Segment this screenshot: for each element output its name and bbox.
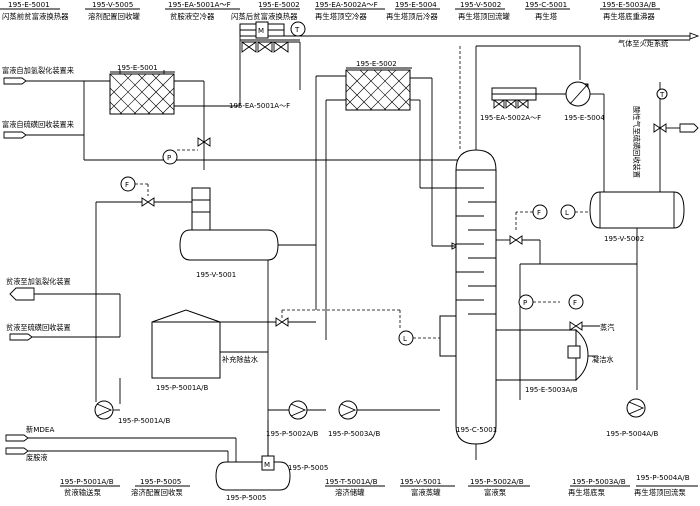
tag-ea5001: 195-EA-5001A～F (229, 102, 290, 110)
acid-gas-outlet: T 酸性气至硫磺回收装置 气体至火炬系统 (618, 39, 699, 196)
footer-code-v5001: 195-V-5001 (400, 477, 441, 486)
header-code-ea5001: 195-EA-5001A～F (168, 0, 231, 9)
header-name-v5002: 再生塔顶回流罐 (458, 12, 510, 21)
tag-p5005-side: 195-P-5005 (288, 464, 328, 472)
tag-t5001: 195-P-5001A/B (156, 384, 208, 392)
tag-p5002: 195-P-5002A/B (266, 430, 318, 438)
header-name-v5005: 溶剂配置回收罐 (88, 12, 140, 21)
regenerator-tower-c5001: 195-C-5001 (439, 45, 520, 460)
pump-p5002: 195-P-5002A/B (266, 400, 326, 438)
motor-symbol-ea5001: M (258, 27, 264, 35)
control-loop-e5001: P (162, 137, 211, 165)
control-loop-t5001: L (220, 309, 440, 346)
header-code-v5002: 195-V-5002 (460, 0, 501, 9)
reboiler-e5003: 195-E-5003A/B P F 蒸汽 凝洁水 (518, 294, 614, 394)
header-code-c5001: 195-C-5001 (525, 0, 567, 9)
reflux-drum-v5002: 195-V-5002 (589, 191, 685, 390)
stream-label-in-sulfur: 富液自硫磺回收装置来 (2, 120, 74, 129)
stream-label-in-h2: 富液自加氢裂化装置来 (2, 66, 74, 75)
temp-symbol-ea5001: T (294, 26, 300, 34)
acid-gas-label: 酸性气至硫磺回收装置 (632, 106, 641, 178)
process-lines-upper-left (83, 32, 700, 170)
header-name-e5004: 再生塔顶后冷器 (386, 12, 438, 21)
feed-inlets: 富液自加氢裂化装置来 富液自硫磺回收装置来 (2, 66, 110, 139)
condenser-e5004: 195-E-5004 (564, 81, 605, 196)
outlet-streams: 贫液至加氢裂化装置 贫液至硫磺回收装置 (6, 277, 121, 341)
stream-label-condensate: 凝洁水 (592, 355, 614, 364)
tag-p5005: 195-P-5005 (226, 494, 266, 502)
tag-e5002: 195-E-5002 (356, 60, 397, 68)
heat-exchanger-e5002: 195-E-5002 (315, 60, 460, 340)
pump-p5003: 195-P-5003A/B (328, 400, 440, 438)
level-symbol-c5001: L (403, 335, 407, 343)
tag-e5001: 195-E-5001 (117, 64, 158, 72)
recovery-tank-v5005: 新MDEA 废胺液 M 195-P-5005 195-P-5005 (5, 420, 328, 502)
flow-symbol-e5003: F (573, 299, 577, 307)
stream-label-gas-flare: 气体至火炬系统 (618, 39, 668, 48)
level-symbol-v5002: L (565, 209, 569, 217)
air-cooler-ea5001: M T 195-EA-5001A～F (229, 21, 306, 110)
storage-tank-t5001: 195-P-5001A/B 补充除盐水 (119, 309, 268, 404)
header-legend: 195-E-5001 闪蒸前贫富液换热器 195-V-5005 溶剂配置回收罐 … (0, 0, 660, 21)
tag-v5001: 195-V-5001 (196, 271, 236, 279)
footer-name-p5002: 富液泵 (484, 488, 507, 497)
stream-label-out-h2: 贫液至加氢裂化装置 (6, 277, 71, 286)
header-code-e5001: 195-E-5001 (8, 0, 50, 9)
stream-label-waste-amine: 废胺液 (26, 453, 48, 462)
footer-code-p5002: 195-P-5002A/B (470, 477, 524, 486)
footer-code-t5001: 195-T-5001A/B (325, 477, 378, 486)
header-code-e5004: 195-E-5004 (395, 0, 437, 9)
header-name-ea5001: 贫胺液空冷器 (170, 12, 215, 21)
air-cooler-ea5002: 195-EA-5002A～F (480, 45, 581, 122)
stream-label-new-mdea: 新MDEA (26, 425, 54, 434)
flow-symbol-v5002: F (537, 209, 541, 217)
pressure-symbol-e5001: P (167, 154, 171, 162)
footer-name-p5001: 贫液输送泵 (64, 488, 102, 497)
header-name-e5001: 闪蒸前贫富液换热器 (2, 12, 69, 21)
flash-drum-v5001: 195-V-5001 F (95, 176, 316, 470)
footer-code-p5003: 195-P-5003A/B (572, 477, 626, 486)
tag-e5003: 195-E-5003A/B (525, 386, 578, 394)
temp-symbol-acid: T (659, 91, 665, 99)
flow-symbol-v5001: F (125, 181, 129, 189)
footer-name-p5005: 溶济配置回收泵 (131, 488, 183, 497)
footer-legend: 195-P-5001A/B 贫液输送泵 195-P-5005 溶济配置回收泵 1… (60, 473, 698, 497)
pressure-symbol-e5003: P (523, 299, 527, 307)
tag-p5001: 195-P-5001A/B (118, 417, 170, 425)
tag-p5004: 195-P-5004A/B (606, 430, 658, 438)
motor-symbol-p5005: M (264, 461, 270, 469)
footer-name-p5004: 再生塔顶回流泵 (634, 488, 686, 497)
tag-v5002: 195-V-5002 (604, 235, 644, 243)
footer-code-p5004: 195-P-5004A/B (636, 473, 690, 482)
tower-trays (456, 187, 496, 315)
header-name-c5001: 再生塔 (535, 12, 558, 21)
tag-e5004: 195-E-5004 (564, 114, 605, 122)
control-loop-v5002: L F (496, 204, 637, 400)
pump-p5004: 195-P-5004A/B (606, 398, 658, 438)
heat-exchanger-e5001: 195-E-5001 (109, 64, 175, 115)
footer-name-p5003: 再生塔底泵 (568, 488, 606, 497)
header-code-e5003: 195-E-5003A/B (602, 0, 656, 9)
footer-name-t5001: 溶济储罐 (335, 488, 365, 497)
pump-p5001: 195-P-5001A/B (94, 400, 170, 425)
tag-ea5002: 195-EA-5002A～F (480, 114, 541, 122)
stream-label-steam: 蒸汽 (600, 323, 614, 332)
tag-c5001: 195-C-5001 (456, 426, 497, 434)
header-name-ea5002: 再生塔顶空冷器 (315, 12, 367, 21)
header-code-e5002: 195-E-5002 (258, 0, 300, 9)
footer-name-v5001: 富液蒸罐 (411, 488, 441, 497)
svg-text:酸性气至硫磺回收装置: 酸性气至硫磺回收装置 (632, 106, 641, 178)
stream-label-makeup-water: 补充除盐水 (222, 355, 258, 364)
stream-label-out-sulfur: 贫液至硫磺回收装置 (6, 323, 71, 332)
header-name-e5003: 再生塔底重沸器 (603, 12, 655, 21)
tag-p5003: 195-P-5003A/B (328, 430, 380, 438)
footer-code-p5001: 195-P-5001A/B (60, 477, 114, 486)
header-name-e5002: 闪蒸后贫富液换热器 (231, 12, 298, 21)
header-code-ea5002: 195-EA-5002A～F (315, 0, 378, 9)
footer-code-p5005: 195-P-5005 (140, 477, 181, 486)
header-code-v5005: 195-V-5005 (92, 0, 133, 9)
